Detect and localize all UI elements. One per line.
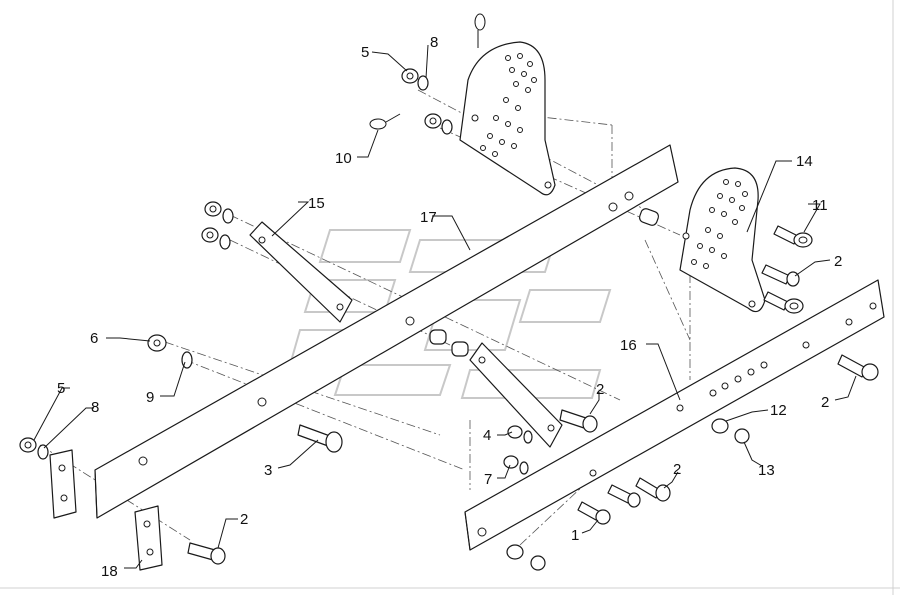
callout-15: 15 (308, 195, 325, 212)
bolt-2-mid (559, 409, 598, 433)
callout-2-right: 2 (834, 253, 842, 270)
callout-2-mid: 2 (596, 381, 604, 398)
part-17-beam (94, 144, 679, 519)
callout-5-top: 5 (361, 44, 369, 61)
bolt-2-right-low (635, 477, 671, 502)
nuts-and-washers (19, 68, 750, 571)
callout-2-left: 2 (240, 511, 248, 528)
callout-3: 3 (264, 462, 272, 479)
callout-17: 17 (420, 209, 437, 226)
callout-5-left: 5 (57, 380, 65, 397)
callout-1: 1 (571, 527, 579, 544)
part-18-plates (49, 449, 163, 571)
bolt-2-lower (607, 484, 641, 508)
callout-8-left: 8 (91, 399, 99, 416)
callout-12: 12 (770, 402, 787, 419)
callout-11: 11 (812, 197, 828, 214)
middle-bracket (469, 342, 563, 448)
callout-4: 4 (483, 427, 491, 444)
part-10-pin (369, 113, 401, 130)
callout-labels: 5 8 10 15 17 14 11 2 6 9 16 12 13 2 2 4 … (57, 34, 842, 580)
bolt-3 (297, 424, 343, 453)
part-16-beam (464, 279, 885, 551)
callout-9: 9 (146, 389, 154, 406)
bolt-2-lower-left (187, 542, 226, 565)
callout-10: 10 (335, 150, 352, 167)
part-14-upper-plate (459, 13, 556, 196)
leader-lines (33, 44, 857, 569)
callout-8-top: 8 (430, 34, 438, 51)
callout-16: 16 (620, 337, 637, 354)
callout-2-lower: 2 (673, 461, 681, 478)
callout-6: 6 (90, 330, 98, 347)
part-15-bracket (249, 221, 353, 323)
bolt-2-right-end (837, 354, 879, 381)
callout-13: 13 (758, 462, 775, 479)
bolt-2-right-mid (761, 264, 800, 287)
callout-2-far-right: 2 (821, 394, 829, 411)
bolt-lower-right-eye (763, 291, 804, 314)
callout-7: 7 (484, 471, 492, 488)
callout-14: 14 (796, 153, 813, 170)
bolts (187, 225, 879, 565)
bushings (429, 208, 660, 357)
bolt-1 (577, 501, 611, 525)
bolt-11 (773, 225, 813, 248)
part-14-right-plate (679, 167, 766, 313)
callout-18: 18 (101, 563, 118, 580)
